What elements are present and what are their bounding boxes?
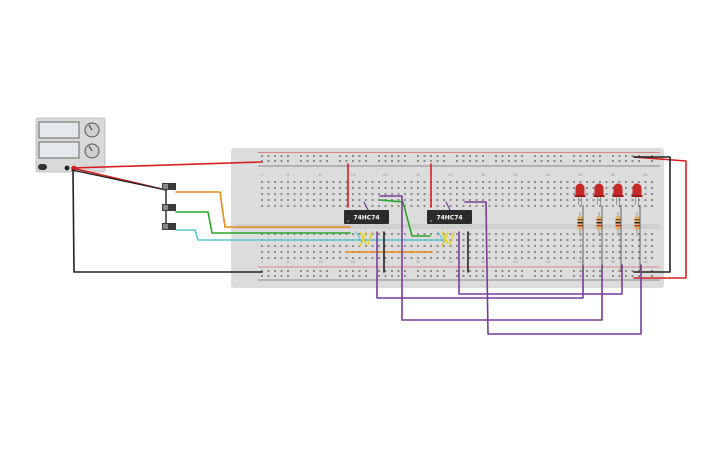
led-2[interactable] [593,183,605,273]
current-display [38,141,80,159]
column-number: 40 [513,172,518,177]
wire-yellow-chip1 [359,231,373,247]
switches[interactable] [162,183,176,230]
column-number: 45 [546,172,551,177]
column-number: 20 [383,172,388,177]
column-number: 60 [643,259,648,264]
power-supply[interactable] [35,117,106,173]
wire-green-switch2 [175,211,351,234]
column-number: 40 [513,259,518,264]
wire-cyan-switch3 [175,229,445,241]
wire-purple-led3 [458,231,623,295]
column-numbers: 1155101015152020252530303535404045455050… [261,172,649,264]
voltage-display [38,121,80,139]
column-number: 45 [546,259,551,264]
column-number: 55 [611,172,616,177]
column-number: 10 [318,259,323,264]
power-switch[interactable] [38,164,47,170]
wire-black-rail-right [633,156,671,273]
slide-switch-2[interactable] [162,204,176,211]
column-number: 15 [351,172,356,177]
column-number: 1 [261,172,264,177]
wire-red-power [71,161,263,169]
wire-purple-led2 [379,195,603,321]
column-number: 5 [287,259,290,264]
negative-terminal-icon[interactable] [64,165,70,171]
column-number: 1 [261,259,264,264]
chip-1-label: 74HC74 [353,215,379,222]
column-number: 55 [611,259,616,264]
column-number: 25 [416,172,421,177]
wire-cyan-chip1 [355,231,363,243]
column-number: 50 [578,172,583,177]
column-number: 35 [481,259,486,264]
wire-purple-led1 [376,231,584,299]
column-number: 35 [481,172,486,177]
led-1[interactable] [574,183,586,272]
column-number: 15 [351,259,356,264]
chip-1[interactable]: 74HC74 [344,210,389,224]
wire-black-ground [72,169,263,273]
wire-red-rail-right [633,156,687,279]
slide-switch-3[interactable] [162,223,176,230]
breadboard-holes [261,155,653,277]
led-3[interactable] [612,183,624,273]
led-4[interactable] [631,183,643,273]
slide-switch-1[interactable] [162,183,176,190]
wire-green-chip-link [379,199,431,237]
wire-purple-led4 [464,201,642,335]
wire-orange-switch1 [175,191,351,228]
led-array[interactable] [574,183,643,273]
chip-2[interactable]: 74HC74 [427,210,472,224]
wire-cyan-chip2 [437,231,445,243]
column-number: 50 [578,259,583,264]
column-number: 5 [287,172,290,177]
column-number: 30 [448,172,453,177]
column-number: 10 [318,172,323,177]
column-number: 30 [448,259,453,264]
column-number: 25 [416,259,421,264]
column-number: 20 [383,259,388,264]
wires[interactable] [71,156,687,335]
chip-2-label: 74HC74 [436,215,462,222]
column-number: 60 [643,172,648,177]
wire-yellow-chip2 [441,231,455,247]
